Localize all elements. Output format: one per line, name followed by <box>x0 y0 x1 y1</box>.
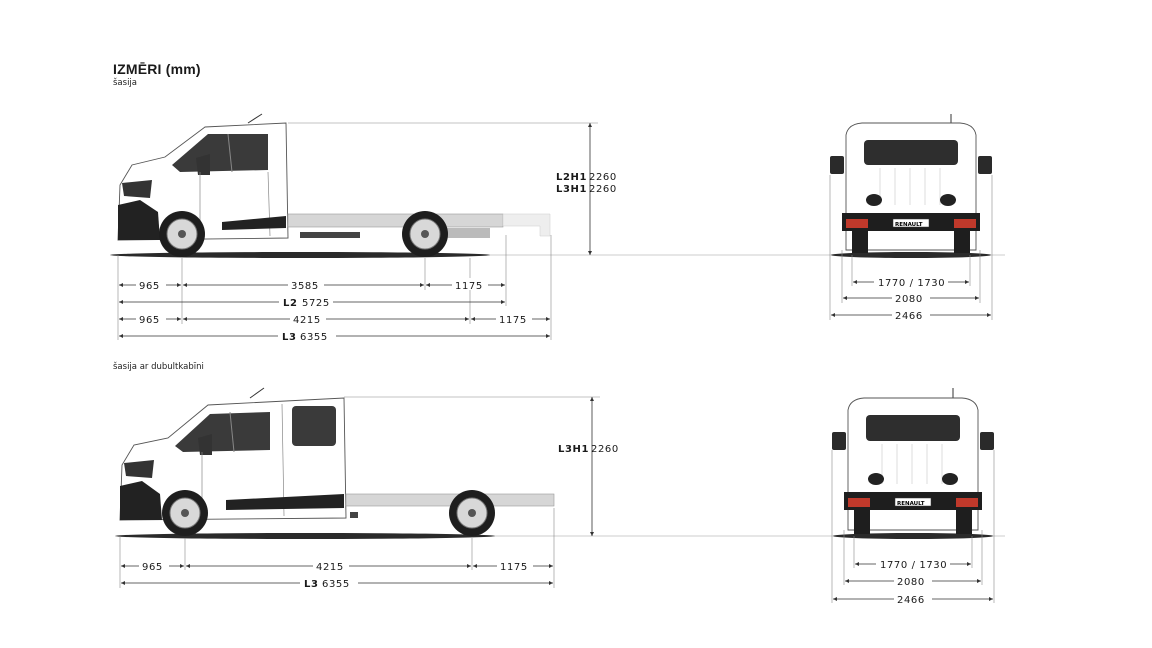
length-dimensions-1: 965 3585 1175 L2 5725 965 4215 1175 L3 6… <box>117 235 552 343</box>
svg-text:L3: L3 <box>304 579 319 590</box>
van-rear-view-double-cab: RENAULT <box>832 388 994 539</box>
total-model-l2: L2 <box>283 298 298 309</box>
rear-track-2: 1770 / 1730 <box>880 560 947 571</box>
height-value-l3h1: 2260 <box>589 184 617 195</box>
dim-front-overhang-dc: 965 <box>142 562 163 573</box>
rear-width-mirrors-1: 2466 <box>895 311 923 322</box>
dim-rear-overhang-1: 1175 <box>455 281 483 292</box>
section-caption-double-cab: šasija ar dubultkabīni <box>113 362 204 372</box>
height-value-l2h1: 2260 <box>589 172 617 183</box>
total-length-l3-dc: 6355 <box>322 579 350 590</box>
svg-text:L3: L3 <box>282 332 297 343</box>
total-length-l3: 6355 <box>300 332 328 343</box>
van-side-view-chassis <box>110 113 1005 258</box>
svg-text:L2: L2 <box>283 298 298 309</box>
rear-dimensions-1: 1770 / 1730 2080 2466 <box>829 175 993 322</box>
van-rear-view-chassis: RENAULT <box>830 114 992 258</box>
height-value-l3h1-dc: 2260 <box>591 444 619 455</box>
rear-track-1: 1770 / 1730 <box>878 278 945 289</box>
total-model-l3-dc: L3 <box>304 579 319 590</box>
dim-wheelbase-dc: 4215 <box>316 562 344 573</box>
dim-front-overhang-2: 965 <box>139 315 160 326</box>
page-title: IZMĒRI (mm) <box>113 61 201 77</box>
dim-wheelbase-l2: 3585 <box>291 281 319 292</box>
svg-text:L3H1: L3H1 <box>556 184 587 195</box>
total-model-l3: L3 <box>282 332 297 343</box>
van-side-view-double-cab <box>115 387 1005 539</box>
dim-rear-overhang-2: 1175 <box>499 315 527 326</box>
length-dimensions-2: 965 4215 1175 L3 6355 <box>119 508 555 590</box>
brand-badge-1: RENAULT <box>895 222 923 228</box>
brand-badge-2: RENAULT <box>897 501 925 507</box>
height-dimension-2: L3H1 2260 <box>344 396 619 536</box>
dim-wheelbase-l3: 4215 <box>293 315 321 326</box>
section-caption-chassis: šasija <box>113 78 137 88</box>
height-model-l3h1-dc: L3H1 <box>558 444 589 455</box>
rear-width-mirrors-2: 2466 <box>897 595 925 606</box>
height-model-l3h1: L3H1 <box>556 184 587 195</box>
dim-rear-overhang-dc: 1175 <box>500 562 528 573</box>
rear-width-2: 2080 <box>897 577 925 588</box>
dim-front-overhang-1: 965 <box>139 281 160 292</box>
svg-text:L3H1: L3H1 <box>558 444 589 455</box>
svg-text:L2H1: L2H1 <box>556 172 587 183</box>
height-model-l2h1: L2H1 <box>556 172 587 183</box>
rear-width-1: 2080 <box>895 294 923 305</box>
height-dimension-1: L2H1 2260 L3H1 2260 <box>288 122 617 255</box>
total-length-l2: 5725 <box>302 298 330 309</box>
rear-dimensions-2: 1770 / 1730 2080 2466 <box>831 450 995 606</box>
